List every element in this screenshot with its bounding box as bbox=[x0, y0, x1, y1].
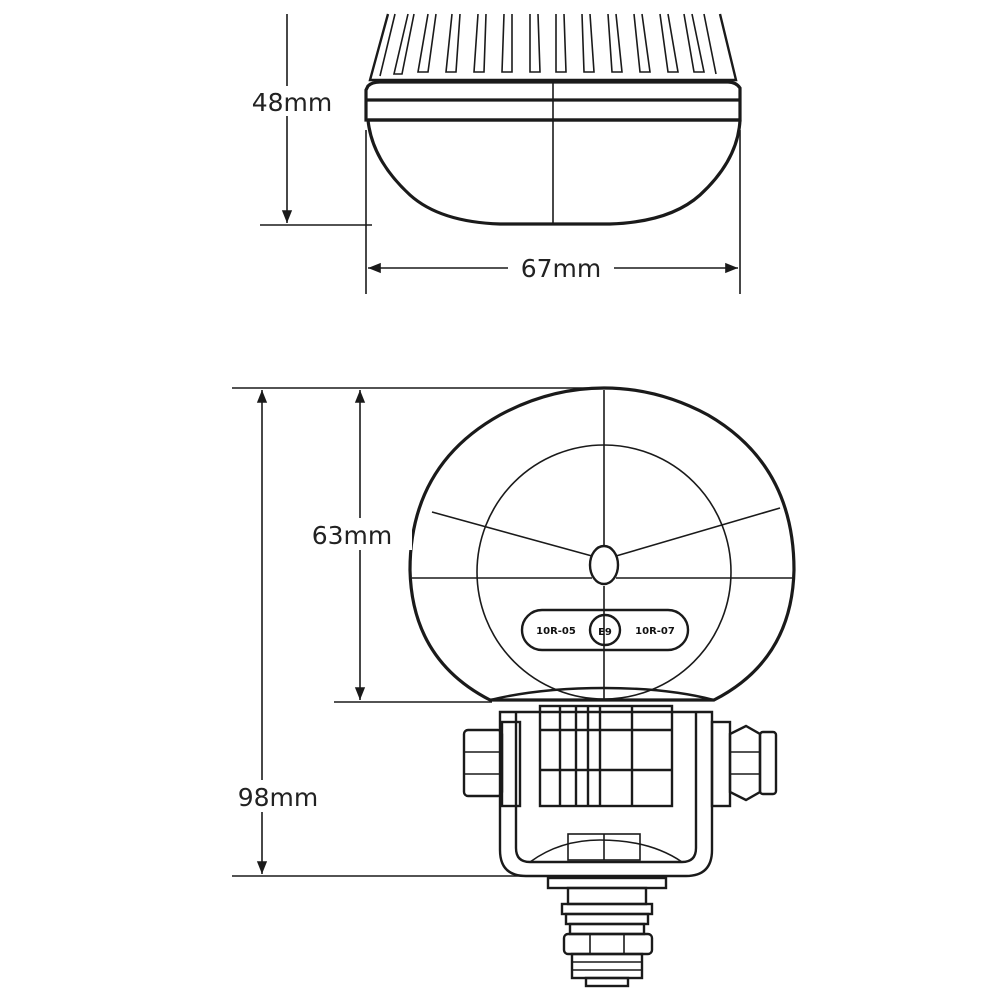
mounting-bracket bbox=[498, 704, 714, 878]
label-98mm: 98mm bbox=[238, 783, 319, 812]
side-view: 48mm 67mm bbox=[240, 13, 742, 294]
side-bolt-right bbox=[710, 720, 778, 808]
dimension-67mm: 67mm bbox=[365, 130, 741, 294]
dimension-48mm: 48mm bbox=[240, 14, 372, 226]
mark-left: 10R-05 bbox=[536, 626, 576, 637]
mark-right: 10R-07 bbox=[635, 626, 675, 637]
label-48mm: 48mm bbox=[252, 88, 333, 117]
label-63mm: 63mm bbox=[312, 521, 393, 550]
housing-band bbox=[364, 80, 742, 122]
dimension-63mm: 63mm bbox=[300, 390, 492, 703]
lens-lines bbox=[412, 390, 792, 700]
mark-center: E9 bbox=[598, 627, 612, 638]
heatsink-fins bbox=[368, 13, 738, 82]
center-led bbox=[588, 544, 620, 586]
dimension-98mm: 98mm bbox=[220, 387, 600, 877]
label-67mm: 67mm bbox=[521, 254, 602, 283]
mounting-stud bbox=[546, 876, 668, 988]
front-view: 10R-05 E9 10R-07 bbox=[220, 386, 796, 988]
lamp-body bbox=[408, 386, 796, 702]
marking-plate: 10R-05 E9 10R-07 bbox=[520, 608, 690, 652]
lens-dome bbox=[366, 119, 742, 226]
side-bolt-left bbox=[462, 720, 522, 808]
